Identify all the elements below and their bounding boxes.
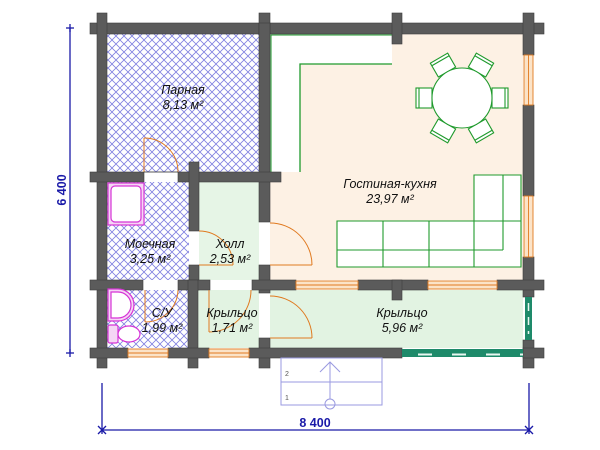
porch-railing-bottom: [402, 349, 523, 357]
door-kryltso-kryltso: [269, 295, 313, 339]
door-holl-kitchen: [269, 222, 313, 266]
svg-text:5,96 м²: 5,96 м²: [382, 321, 423, 335]
svg-text:С/У: С/У: [152, 306, 175, 320]
svg-text:23,97 м²: 23,97 м²: [365, 192, 414, 206]
room-kryltso-small-floor: [198, 290, 259, 348]
door-parnaya: [143, 137, 179, 173]
door-holl-moechnaya: [198, 230, 234, 266]
dimension-height: 6 400: [55, 174, 69, 205]
kitchen-counter-wall-edge: [270, 34, 392, 172]
windows: [127, 54, 534, 358]
svg-text:Моечная: Моечная: [125, 237, 176, 251]
room-holl-floor: [199, 182, 259, 280]
kitchen-counter-edge: [299, 63, 392, 172]
walls: [89, 12, 545, 369]
svg-text:1,71 м²: 1,71 м²: [212, 321, 253, 335]
room-parnaya-floor: [107, 34, 259, 172]
room-moechnaya-label: Моечная 3,25 м²: [125, 237, 176, 266]
doors: [143, 137, 313, 339]
toilet-bowl: [117, 325, 141, 343]
kitchen-counter: [270, 34, 392, 172]
toilet-tank: [107, 324, 119, 344]
svg-text:Парная: Парная: [161, 83, 205, 97]
stair-step-1: 1: [285, 395, 289, 402]
room-holl-label: Холл 2,53 м²: [209, 237, 251, 266]
door-su: [144, 289, 179, 323]
svg-text:2,53 м²: 2,53 м²: [209, 252, 251, 266]
corner-sofa: [336, 174, 522, 268]
svg-text:8,13 м²: 8,13 м²: [163, 98, 204, 112]
entrance-stairs: [280, 357, 383, 410]
svg-text:Холл: Холл: [215, 237, 245, 251]
dimension-lines: [66, 24, 534, 435]
svg-text:3,25 м²: 3,25 м²: [130, 252, 171, 266]
stair-step-2: 2: [285, 371, 289, 378]
room-kitchen-label: Гостиная-кухня 23,97 м²: [343, 177, 437, 206]
room-su-label: С/У 1,99 м²: [142, 306, 183, 335]
room-parnaya-label: Парная 8,13 м²: [161, 83, 205, 112]
dining-table: [431, 67, 493, 129]
sanitary: [107, 182, 145, 344]
room-kryltso-small-label: Крыльцо 1,71 м²: [206, 306, 257, 335]
svg-text:Гостиная-кухня: Гостиная-кухня: [343, 177, 437, 191]
room-kryltso-large-label: Крыльцо 5,96 м²: [376, 306, 427, 335]
svg-text:1,99 м²: 1,99 м²: [142, 321, 183, 335]
svg-text:Крыльцо: Крыльцо: [206, 306, 257, 320]
dining-set: [415, 52, 509, 144]
door-holl-kryltso: [208, 289, 252, 333]
dimension-width: 8 400: [299, 416, 330, 430]
svg-text:Крыльцо: Крыльцо: [376, 306, 427, 320]
